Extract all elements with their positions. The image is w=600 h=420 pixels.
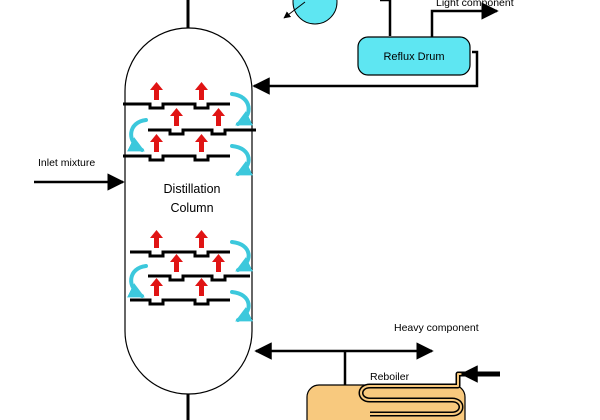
heavy-component-label: Heavy component: [394, 322, 479, 334]
reflux-drum-label: Reflux Drum: [383, 51, 444, 63]
column-label-line1: Distillation: [164, 182, 221, 196]
condenser-icon: [292, 0, 338, 25]
vapor-up-arrow-icon: [170, 108, 183, 126]
liquid-curved-arrow-icon: [126, 118, 148, 152]
column-label-line2: Column: [170, 201, 213, 215]
vapor-up-arrow-icon: [195, 134, 208, 152]
tray: [148, 274, 250, 282]
liquid-arrows: [126, 92, 254, 322]
vapor-up-arrow-icon: [212, 108, 225, 126]
vapor-arrows: [150, 82, 225, 296]
condenser-coolant-arrow: [283, 1, 306, 19]
vapor-up-arrow-icon: [150, 134, 163, 152]
inlet-mixture-label: Inlet mixture: [38, 157, 95, 169]
vapor-up-arrow-icon: [212, 254, 225, 272]
vapor-up-arrow-icon: [150, 278, 163, 296]
tray: [130, 298, 230, 306]
condenser: [283, 0, 338, 25]
vapor-up-arrow-icon: [195, 82, 208, 100]
upper-trays: [123, 102, 256, 162]
light-component-line: [430, 2, 499, 37]
light-component-label: Light component: [436, 0, 514, 9]
tray: [130, 250, 230, 258]
vapor-up-arrow-icon: [150, 82, 163, 100]
reflux-drum: [357, 36, 471, 76]
vapor-up-arrow-icon: [150, 230, 163, 248]
condensate-line: [380, 0, 392, 36]
liquid-curved-arrow-icon: [230, 290, 254, 322]
liquid-curved-arrow-icon: [230, 92, 254, 126]
vapor-up-arrow-icon: [195, 278, 208, 296]
tray: [123, 154, 230, 162]
liquid-curved-arrow-icon: [126, 264, 148, 298]
vapor-up-arrow-icon: [170, 254, 183, 272]
reboiler-label: Reboiler: [370, 371, 410, 383]
reflux-line: [252, 50, 479, 95]
tray: [148, 128, 256, 136]
liquid-curved-arrow-icon: [230, 240, 254, 272]
lower-trays: [130, 250, 250, 306]
tray: [123, 102, 230, 110]
liquid-curved-arrow-icon: [230, 144, 254, 176]
vapor-up-arrow-icon: [195, 230, 208, 248]
